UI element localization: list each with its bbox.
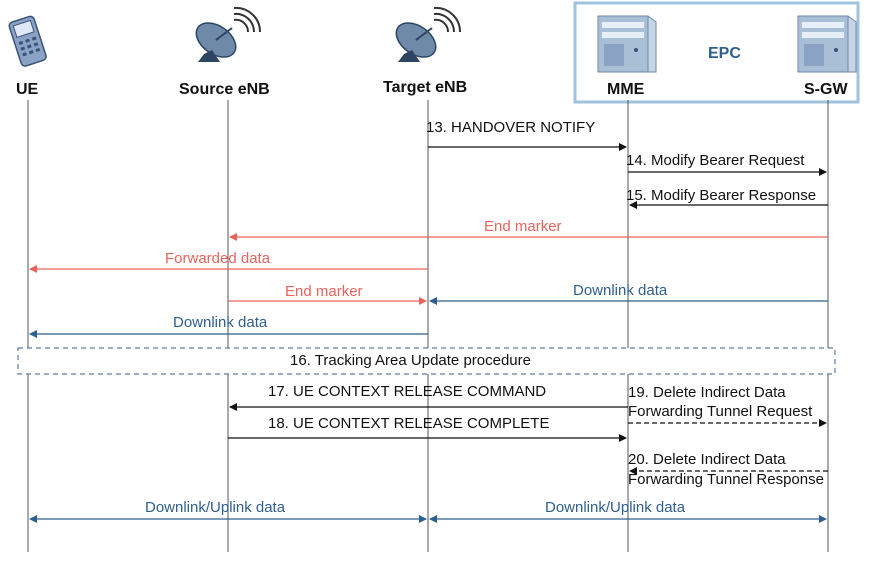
msg-ul-dl-data-1: Downlink/Uplink data (145, 499, 286, 516)
msg-delete-tunnel-response-line2: Forwarding Tunnel Response (628, 471, 824, 488)
entity-label-ue: UE (16, 81, 39, 98)
epc-box (573, 1, 860, 104)
server-icon (597, 15, 657, 73)
msg-modify-bearer-response: 15. Modify Bearer Response (626, 187, 817, 204)
msg-modify-bearer-request: 14. Modify Bearer Request (626, 152, 805, 169)
entity-label-mme: MME (607, 81, 645, 98)
msg-end-marker-1: End marker (484, 218, 562, 235)
msg-delete-tunnel-request-line2: Forwarding Tunnel Request (628, 403, 813, 420)
msg-downlink-data-1: Downlink data (573, 282, 668, 299)
msg-delete-tunnel-response-line1: 20. Delete Indirect Data (628, 451, 786, 468)
epc-label: EPC (708, 45, 741, 62)
msg-end-marker-2: End marker (285, 283, 363, 300)
msg-tracking-area-update: 16. Tracking Area Update procedure (290, 352, 531, 369)
satellite-dish-icon (195, 6, 262, 62)
msg-downlink-data-2: Downlink data (173, 314, 268, 331)
entity-label-target-enb: Target eNB (383, 79, 468, 96)
tracking-area-update-box (17, 347, 836, 375)
msg-ue-context-release-complete: 18. UE CONTEXT RELEASE COMPLETE (268, 415, 550, 432)
entity-label-source-enb: Source eNB (179, 81, 270, 98)
satellite-dish-icon (395, 6, 462, 62)
msg-ul-dl-data-2: Downlink/Uplink data (545, 499, 686, 516)
msg-delete-tunnel-request-line1: 19. Delete Indirect Data (628, 384, 786, 401)
msg-ue-context-release-command: 17. UE CONTEXT RELEASE COMMAND (268, 383, 547, 400)
server-icon (797, 15, 857, 73)
entity-label-sgw: S-GW (804, 81, 848, 98)
msg-forwarded-data: Forwarded data (165, 250, 271, 267)
msg-handover-notify: 13. HANDOVER NOTIFY (426, 119, 596, 136)
phone-icon (8, 15, 47, 67)
